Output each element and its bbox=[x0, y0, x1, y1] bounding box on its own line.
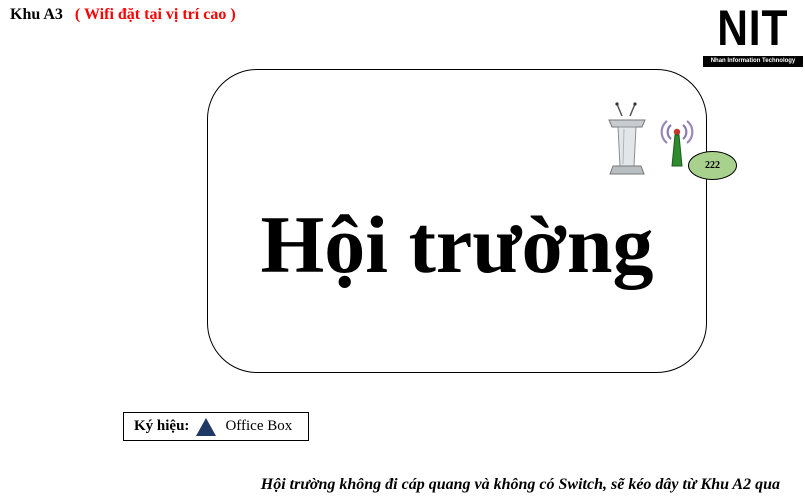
zone-title: Khu A3 bbox=[10, 6, 63, 23]
legend-box: Ký hiệu: Office Box bbox=[123, 412, 309, 441]
wifi-access-point-icon bbox=[660, 120, 694, 167]
room-title: Hội trường bbox=[260, 199, 654, 290]
company-logo: NIT Nhan Information Technology bbox=[703, 3, 803, 67]
podium-icon bbox=[608, 102, 646, 175]
logo-tagline: Nhan Information Technology bbox=[703, 56, 803, 67]
cabling-footnote: Hội trường không đi cáp quang và không c… bbox=[260, 476, 780, 493]
page-heading: Khu A3 ( Wifi đặt tại vị trí cao ) bbox=[10, 6, 236, 24]
logo-mark: NIT bbox=[703, 3, 803, 55]
legend-label: Ký hiệu: bbox=[134, 418, 190, 434]
access-point-label: 222 bbox=[688, 151, 737, 180]
logo-mark-text: NIT bbox=[717, 0, 789, 56]
wifi-placement-note: ( Wifi đặt tại vị trí cao ) bbox=[74, 6, 236, 23]
triangle-icon bbox=[196, 417, 217, 436]
legend-item-office-box: Office Box bbox=[225, 418, 293, 434]
